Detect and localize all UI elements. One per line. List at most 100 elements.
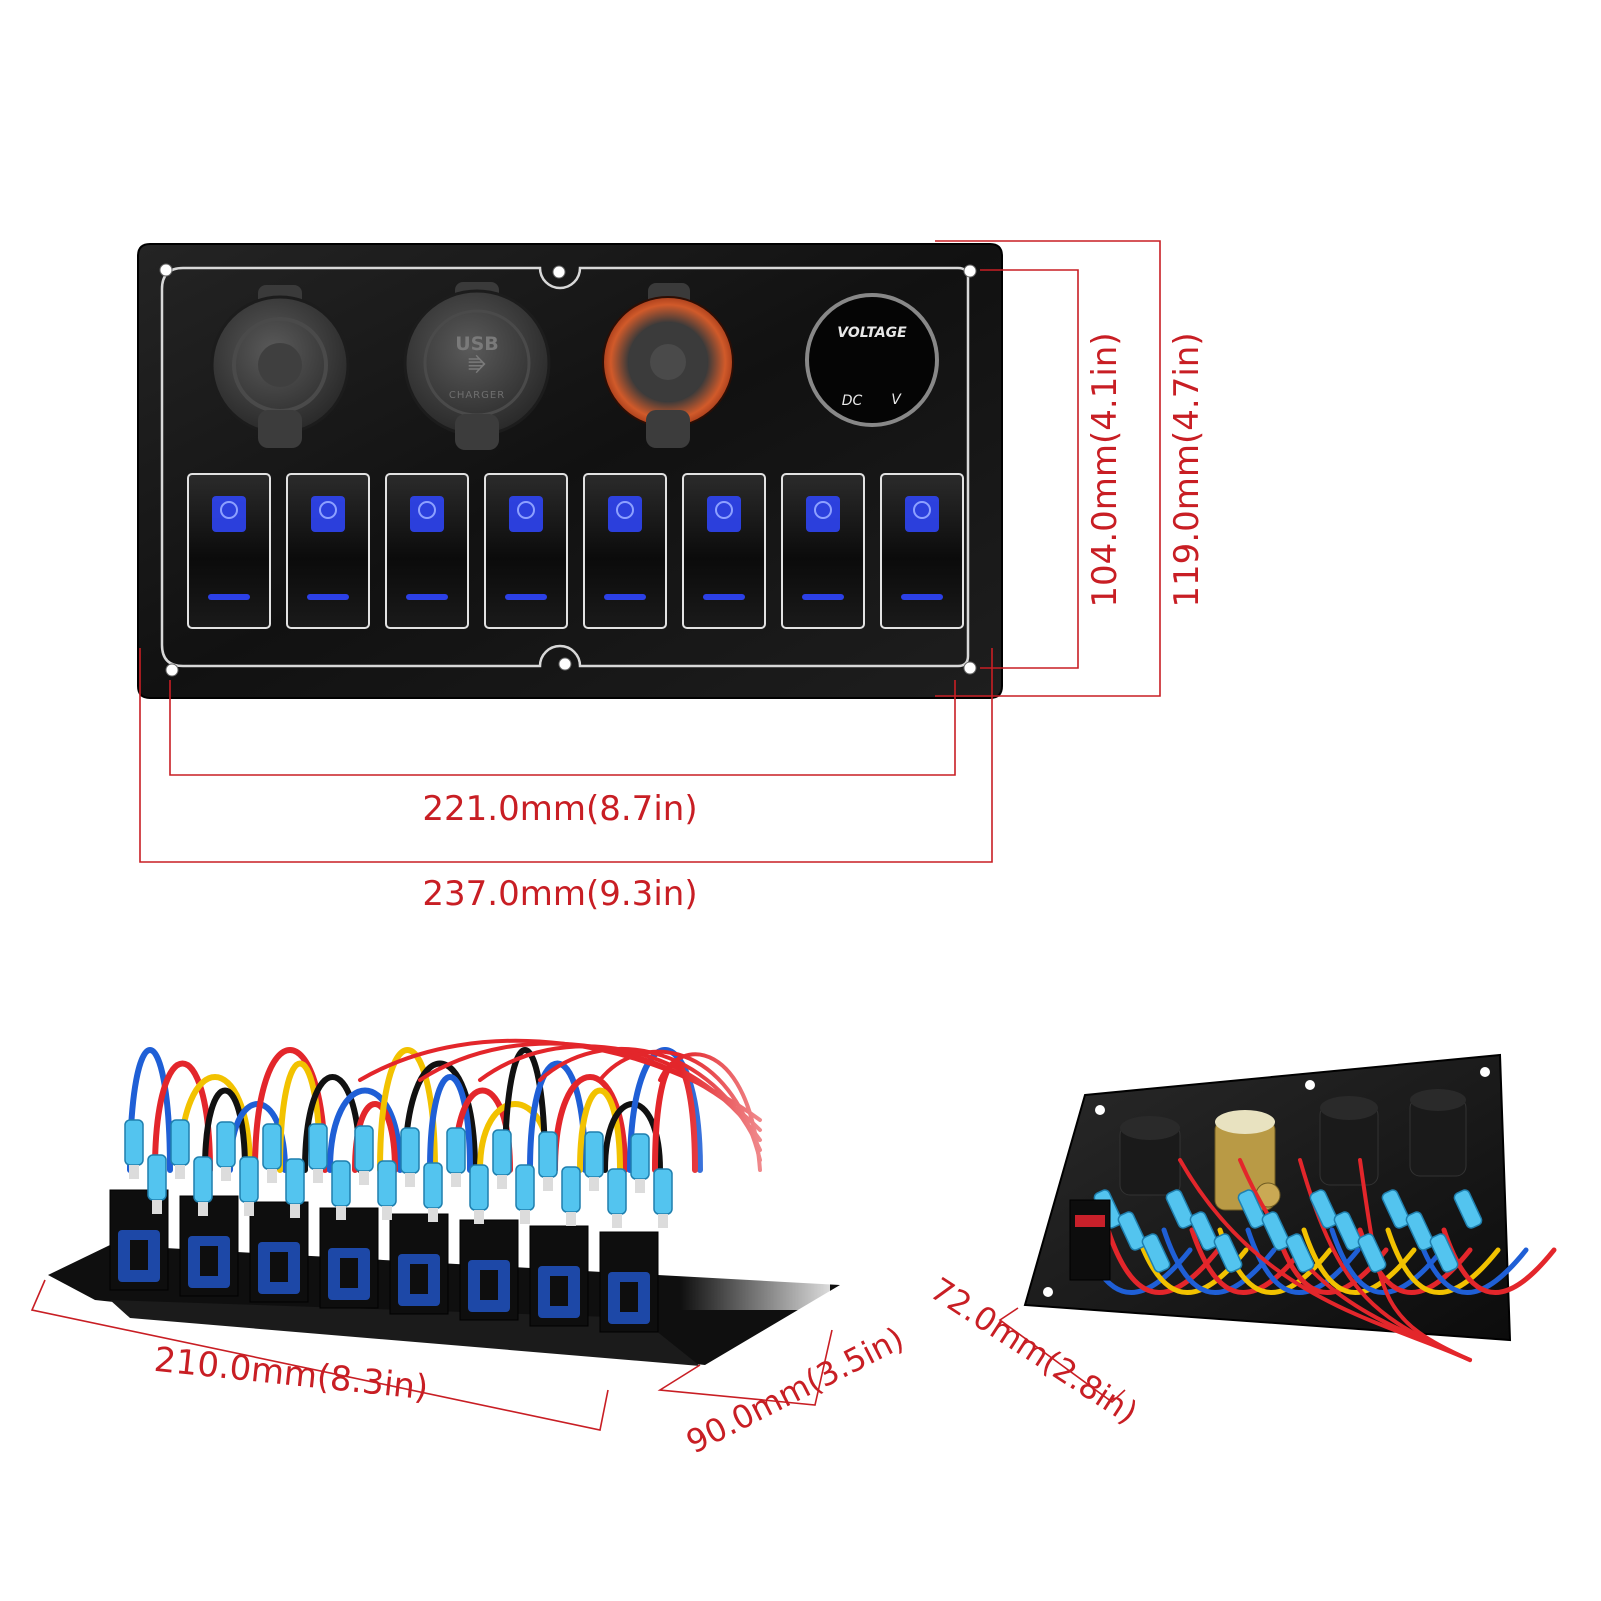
rocker-switch[interactable] bbox=[484, 473, 568, 629]
outer-height-label: 119.0mm(4.7in) bbox=[1167, 332, 1207, 607]
rocker-switch[interactable] bbox=[682, 473, 766, 629]
spade-connector bbox=[1405, 1211, 1435, 1251]
rear-depth-line bbox=[657, 1329, 833, 1406]
voltmeter-dc-label: DC bbox=[842, 393, 863, 409]
rocker-switch[interactable] bbox=[187, 473, 271, 629]
spade-connector bbox=[1285, 1233, 1315, 1273]
spade-connector bbox=[1261, 1211, 1291, 1251]
spade-connector bbox=[400, 1127, 420, 1174]
rocker-switch[interactable] bbox=[385, 473, 469, 629]
spade-connector bbox=[239, 1156, 259, 1203]
side-dimension-lines bbox=[998, 1307, 1126, 1404]
mounting-hole bbox=[1480, 1067, 1490, 1077]
mounting-hole bbox=[1305, 1080, 1315, 1090]
mounting-hole bbox=[1095, 1105, 1105, 1115]
spade-connector bbox=[147, 1154, 167, 1201]
spade-connector bbox=[584, 1131, 604, 1178]
rear-length-line bbox=[30, 1279, 609, 1431]
charger-label: CHARGER bbox=[449, 390, 505, 401]
inner-height-label: 104.0mm(4.1in) bbox=[1085, 332, 1125, 607]
spade-connector bbox=[538, 1131, 558, 1178]
spade-connector bbox=[1165, 1189, 1195, 1229]
side-connectors bbox=[1093, 1189, 1483, 1273]
rocker-switch[interactable] bbox=[583, 473, 667, 629]
spade-connector bbox=[469, 1164, 489, 1211]
spade-connector bbox=[285, 1158, 305, 1205]
mounting-holes bbox=[159, 263, 977, 677]
switch-led-icon bbox=[311, 496, 345, 532]
rear-switch-body bbox=[529, 1225, 589, 1327]
spade-connector bbox=[515, 1164, 535, 1211]
spade-connector bbox=[170, 1119, 190, 1166]
spade-connector bbox=[1381, 1189, 1411, 1229]
front-dimension-lines bbox=[139, 240, 1161, 863]
rear-wiring-view bbox=[48, 1010, 840, 1366]
panel-border-line bbox=[160, 266, 970, 668]
switch-indicator-bar bbox=[802, 594, 844, 600]
rear-switch-body bbox=[599, 1231, 659, 1333]
mounting-hole bbox=[558, 657, 572, 671]
spade-connector bbox=[423, 1162, 443, 1209]
rocker-switch[interactable] bbox=[781, 473, 865, 629]
rocker-switch[interactable] bbox=[286, 473, 370, 629]
spade-connector bbox=[193, 1156, 213, 1203]
switch-indicator-bar bbox=[307, 594, 349, 600]
rear-switch-body bbox=[319, 1207, 379, 1309]
switch-indicator-bar bbox=[604, 594, 646, 600]
front-panel-view: USB ⭆ CHARGER VOLTAGE DC V bbox=[137, 243, 1003, 699]
spade-connector bbox=[1117, 1211, 1147, 1251]
spade-connector bbox=[1309, 1189, 1339, 1229]
rear-switch-body bbox=[249, 1201, 309, 1303]
rear-connectors bbox=[124, 1119, 673, 1228]
cigarette-lighter-socket bbox=[210, 285, 350, 448]
spade-connector bbox=[630, 1133, 650, 1180]
usb-symbol-icon: ⭆ bbox=[468, 353, 486, 377]
spade-connector bbox=[1213, 1233, 1243, 1273]
rear-switch-body bbox=[389, 1213, 449, 1315]
rocker-switch[interactable] bbox=[880, 473, 964, 629]
switch-led-icon bbox=[608, 496, 642, 532]
spade-connector bbox=[1429, 1233, 1459, 1273]
spade-connector bbox=[561, 1166, 581, 1213]
rear-switch-body bbox=[109, 1189, 169, 1291]
spade-connector bbox=[1453, 1189, 1483, 1229]
spade-connector bbox=[354, 1125, 374, 1172]
switch-indicator-bar bbox=[406, 594, 448, 600]
rocker-switch-row bbox=[187, 473, 964, 629]
switch-led-icon bbox=[509, 496, 543, 532]
inner-width-line bbox=[169, 680, 956, 776]
inner-height-line bbox=[980, 269, 1079, 669]
mounting-hole bbox=[1043, 1287, 1053, 1297]
switch-led-icon bbox=[410, 496, 444, 532]
voltmeter-display: VOLTAGE DC V bbox=[805, 293, 939, 427]
outer-height-line bbox=[935, 240, 1161, 697]
spade-connector bbox=[446, 1127, 466, 1174]
rear-switch-body bbox=[179, 1195, 239, 1297]
spade-connector bbox=[262, 1123, 282, 1170]
switch-indicator-bar bbox=[505, 594, 547, 600]
switch-led-icon bbox=[905, 496, 939, 532]
rear-length-label: 210.0mm(8.3in) bbox=[152, 1340, 430, 1409]
usb-charger-socket: USB ⭆ CHARGER bbox=[403, 282, 551, 450]
spade-connector bbox=[1141, 1233, 1171, 1273]
spade-connector bbox=[653, 1168, 673, 1215]
side-depth-line bbox=[998, 1307, 1126, 1404]
rear-switch-body bbox=[459, 1219, 519, 1321]
spade-connector bbox=[492, 1129, 512, 1176]
switch-indicator-bar bbox=[703, 594, 745, 600]
spade-connector bbox=[308, 1123, 328, 1170]
switch-indicator-bar bbox=[208, 594, 250, 600]
voltmeter-title: VOLTAGE bbox=[837, 325, 907, 341]
usb-label: USB bbox=[455, 333, 499, 355]
power-outlet-socket bbox=[602, 283, 734, 448]
inner-width-label: 221.0mm(8.7in) bbox=[422, 789, 697, 829]
spade-connector bbox=[1189, 1211, 1219, 1251]
side-angle-view bbox=[1023, 1053, 1557, 1362]
switch-led-icon bbox=[707, 496, 741, 532]
spade-connector bbox=[216, 1121, 236, 1168]
voltmeter-unit-label: V bbox=[891, 392, 902, 408]
rear-switch-bodies bbox=[109, 1189, 659, 1333]
spade-connector bbox=[1333, 1211, 1363, 1251]
mounting-hole bbox=[963, 661, 977, 675]
